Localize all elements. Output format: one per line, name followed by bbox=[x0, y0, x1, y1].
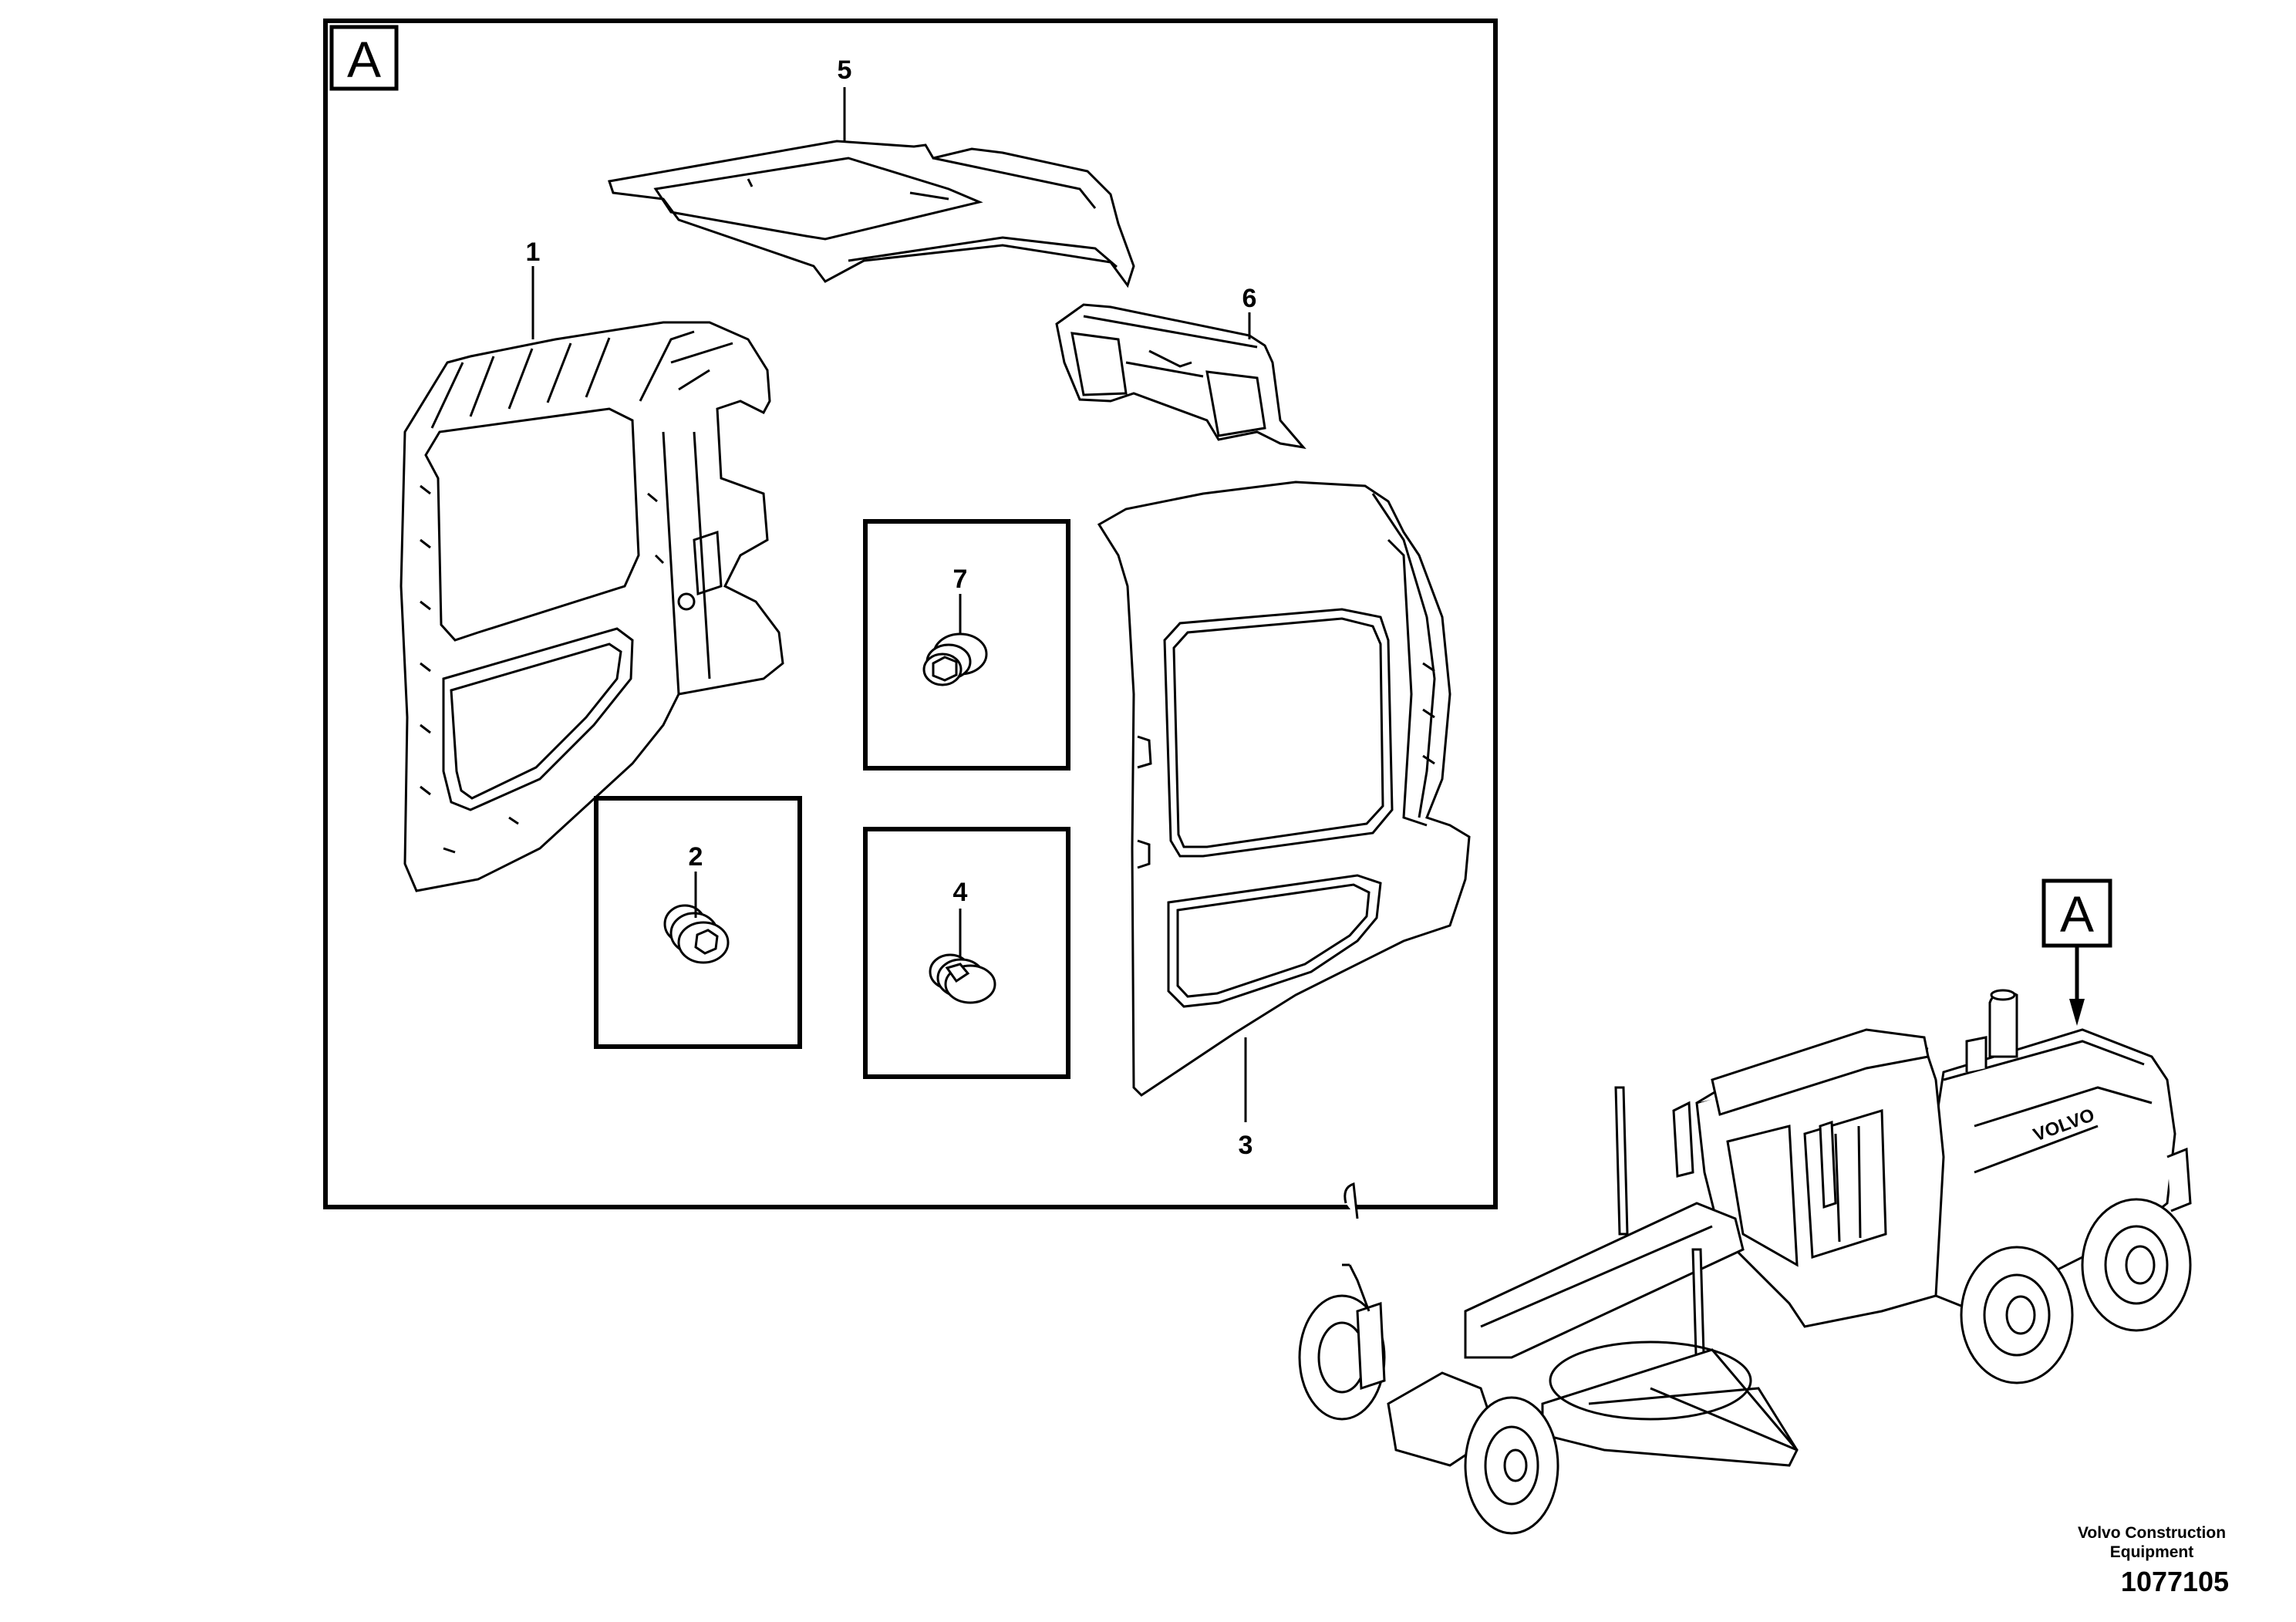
part-3-right-side-panel bbox=[1097, 481, 1471, 1097]
callout-3: 3 bbox=[1239, 1131, 1253, 1160]
part-6-air-duct bbox=[1055, 303, 1306, 450]
detail-frame bbox=[323, 19, 1498, 1209]
company-name-line2: Equipment bbox=[2109, 1543, 2194, 1561]
callout-4: 4 bbox=[953, 878, 968, 907]
document-number: 1077105 bbox=[2120, 1566, 2230, 1597]
callout-1: 1 bbox=[526, 238, 541, 267]
part-7-detail-box bbox=[863, 519, 1070, 771]
part-7-grommet bbox=[922, 632, 988, 686]
motor-grader-illustration bbox=[1298, 989, 2192, 1535]
machine-reference-label-box bbox=[2041, 878, 2112, 948]
detail-frame-label: A bbox=[347, 31, 381, 88]
part-5-roof-panel bbox=[608, 140, 1135, 288]
callout-6: 6 bbox=[1242, 284, 1257, 313]
part-2-detail-box bbox=[594, 796, 802, 1049]
part-4-grommet bbox=[929, 953, 996, 1004]
detail-frame-label-box bbox=[329, 25, 399, 91]
leader-lines bbox=[531, 87, 1251, 1122]
part-2-grommet bbox=[663, 904, 730, 964]
callout-2: 2 bbox=[689, 842, 703, 872]
machine-reference-arrowhead bbox=[2069, 999, 2085, 1026]
part-1-left-side-panel bbox=[400, 321, 784, 892]
part-4-detail-box bbox=[863, 827, 1070, 1079]
company-name-line1: Volvo Construction bbox=[2077, 1524, 2227, 1542]
machine-reference-label: A bbox=[2060, 885, 2094, 943]
callout-7: 7 bbox=[953, 565, 968, 594]
callout-5: 5 bbox=[838, 56, 852, 85]
